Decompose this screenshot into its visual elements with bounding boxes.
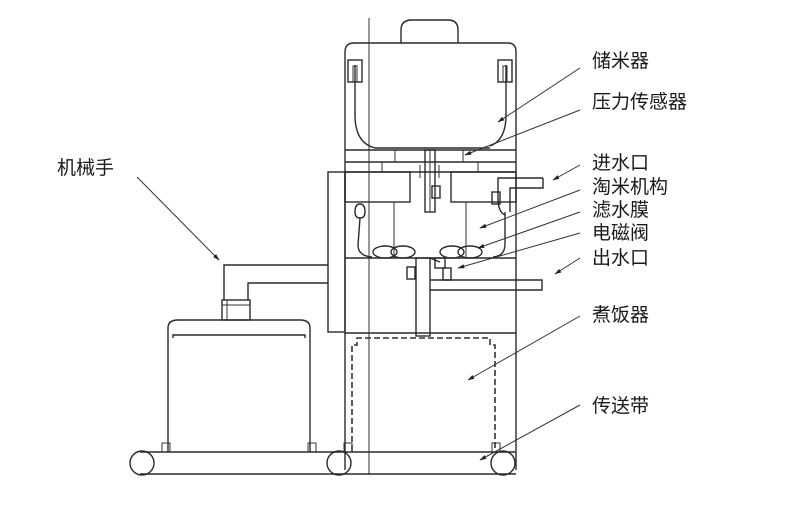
label-water-inlet: 进水口 [592,152,649,174]
leader-robot-arm [136,176,220,261]
leader-filter-membrane [477,211,581,249]
label-filter-membrane: 滤水膜 [592,199,649,221]
pressure-sensor [419,149,441,213]
leader-water-outlet [554,257,581,275]
label-water-outlet: 出水口 [592,247,649,269]
rice-storage-container [344,19,517,150]
rice-cooker [343,337,501,453]
rice-washing-mechanism [344,171,517,259]
water-outlet-pipe [415,257,543,337]
left-cooker-unit [161,319,317,453]
leader-lines [136,67,581,461]
label-solenoid-valve: 电磁阀 [592,222,649,244]
leader-rice-washing [479,189,581,229]
leader-rice-cooker [467,315,581,381]
label-robot-arm: 机械手 [57,157,114,179]
label-rice-washing-mechanism: 淘米机构 [592,176,668,198]
leader-water-inlet [552,164,581,181]
label-rice-storage: 储米器 [592,50,649,72]
leader-rice-storage [497,67,581,123]
label-pressure-sensor: 压力传感器 [592,91,687,113]
leader-solenoid-valve [457,232,581,269]
solenoid-valve [406,257,452,281]
leader-pressure-sensor [464,109,581,156]
label-conveyor-belt: 传送带 [592,395,649,417]
label-rice-cooker: 煮饭器 [592,304,649,326]
conveyor-belt [129,450,516,476]
water-inlet-pipe [491,177,544,216]
leader-conveyor-belt [479,404,581,461]
robot-arm [221,171,346,333]
